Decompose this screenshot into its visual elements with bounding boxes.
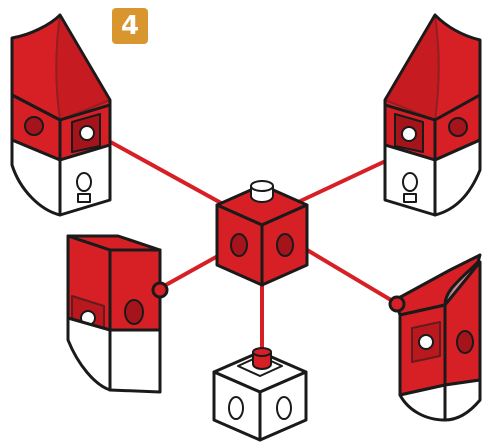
connector-line-top-left xyxy=(96,134,232,209)
bottom-right-curved-wing xyxy=(390,255,480,420)
top-right-curved-wing xyxy=(385,15,480,215)
bottom-white-cube xyxy=(214,348,306,440)
middle-left-curved-wing xyxy=(68,236,167,392)
center-connector-cube xyxy=(217,181,307,285)
top-left-curved-wing xyxy=(12,15,110,215)
connector-line-top-right xyxy=(294,158,392,204)
